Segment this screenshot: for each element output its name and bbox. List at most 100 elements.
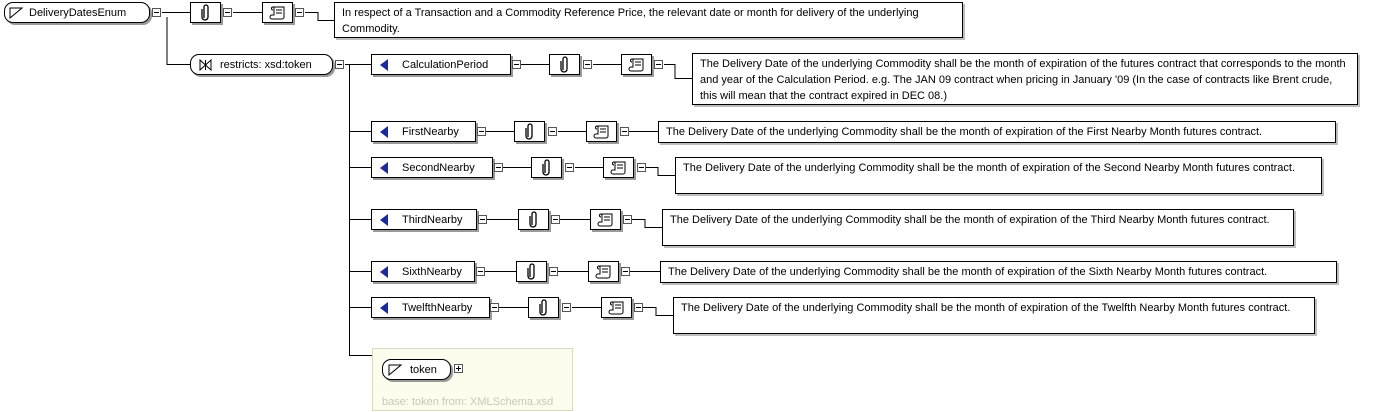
annotation-collapse-toggle[interactable]	[549, 267, 558, 276]
minus-toggle-icon	[154, 12, 159, 13]
minus-toggle-icon	[623, 271, 628, 272]
minus-toggle-icon	[492, 307, 497, 308]
root-simple-type-node[interactable]: DeliveryDatesEnum	[4, 2, 150, 23]
enum-collapse-toggle[interactable]	[478, 215, 487, 224]
minus-toggle-icon	[622, 131, 627, 132]
enum-collapse-toggle[interactable]	[494, 163, 503, 172]
root-node-label: DeliveryDatesEnum	[29, 6, 127, 19]
root-collapse-toggle[interactable]	[152, 8, 161, 17]
documentation-node[interactable]	[590, 209, 621, 230]
annotation-node[interactable]	[518, 209, 549, 230]
annotation-node[interactable]	[516, 261, 547, 282]
annotation-paperclip-icon	[541, 159, 550, 176]
documentation-node[interactable]	[586, 121, 617, 142]
enum-sixth-nearby[interactable]: SixthNearby	[371, 261, 475, 282]
enum-calculation-period[interactable]: CalculationPeriod	[371, 54, 511, 75]
minus-toggle-icon	[553, 219, 558, 220]
minus-toggle-icon	[636, 307, 641, 308]
minus-toggle-icon	[496, 167, 501, 168]
annotation-paperclip-icon	[526, 263, 535, 280]
enum-third-nearby[interactable]: ThirdNearby	[371, 209, 477, 230]
documentation-collapse-toggle[interactable]	[634, 303, 643, 312]
minus-toggle-icon	[514, 64, 519, 65]
annotation-node[interactable]	[549, 54, 580, 75]
enum-documentation-text: The Delivery Date of the underlying Comm…	[675, 157, 1322, 194]
enum-documentation-text: The Delivery Date of the underlying Comm…	[692, 53, 1358, 105]
annotation-paperclip-icon	[538, 299, 547, 316]
documentation-collapse-toggle[interactable]	[620, 127, 629, 136]
enum-first-nearby[interactable]: FirstNearby	[371, 121, 476, 142]
enum-documentation-text: The Delivery Date of the underlying Comm…	[673, 297, 1315, 334]
restriction-node[interactable]: restricts: xsd:token	[190, 54, 333, 75]
base-type-caption: base: token from: XMLSchema.xsd	[382, 396, 554, 408]
base-token-node[interactable]: token	[382, 359, 451, 380]
minus-toggle-icon	[225, 12, 230, 13]
simple-type-triangle-icon	[388, 364, 402, 376]
annotation-paperclip-icon	[200, 4, 209, 21]
enumeration-arrow-icon	[380, 301, 388, 314]
enum-collapse-toggle[interactable]	[476, 267, 485, 276]
annotation-node[interactable]	[528, 297, 559, 318]
minus-toggle-icon	[551, 271, 556, 272]
simple-type-triangle-icon	[9, 7, 23, 19]
annotation-paperclip-icon	[524, 123, 533, 140]
minus-toggle-icon	[639, 167, 644, 168]
enum-label: CalculationPeriod	[402, 58, 489, 71]
documentation-collapse-toggle[interactable]	[623, 215, 632, 224]
documentation-scroll-icon	[269, 5, 284, 19]
restriction-collapse-toggle[interactable]	[335, 60, 344, 69]
documentation-scroll-icon	[628, 57, 643, 71]
minus-toggle-icon	[585, 64, 590, 65]
enum-label: ThirdNearby	[402, 213, 463, 226]
base-expand-toggle[interactable]	[454, 364, 463, 373]
annotation-collapse-toggle[interactable]	[551, 215, 560, 224]
enum-second-nearby[interactable]: SecondNearby	[371, 157, 493, 178]
enumeration-arrow-icon	[380, 58, 388, 71]
minus-toggle-icon	[564, 307, 569, 308]
enum-documentation-text: The Delivery Date of the underlying Comm…	[658, 121, 1336, 143]
documentation-scroll-icon	[595, 264, 610, 278]
annotation-collapse-toggle[interactable]	[562, 303, 571, 312]
documentation-collapse-toggle[interactable]	[637, 163, 646, 172]
enumeration-arrow-icon	[380, 161, 388, 174]
documentation-node[interactable]	[262, 2, 293, 23]
minus-toggle-icon	[478, 271, 483, 272]
annotation-node[interactable]	[190, 2, 221, 23]
documentation-collapse-toggle[interactable]	[295, 8, 304, 17]
documentation-scroll-icon	[597, 212, 612, 226]
enum-label: SixthNearby	[402, 265, 462, 278]
enumeration-arrow-icon	[380, 265, 388, 278]
documentation-node[interactable]	[588, 261, 619, 282]
minus-toggle-icon	[656, 64, 661, 65]
enum-collapse-toggle[interactable]	[490, 303, 499, 312]
annotation-collapse-toggle[interactable]	[565, 163, 574, 172]
minus-toggle-icon	[337, 64, 342, 65]
documentation-node[interactable]	[603, 157, 634, 178]
root-documentation-text: In respect of a Transaction and a Commod…	[334, 2, 963, 38]
annotation-collapse-toggle[interactable]	[583, 60, 592, 69]
enum-collapse-toggle[interactable]	[477, 127, 486, 136]
minus-toggle-icon	[550, 131, 555, 132]
minus-toggle-icon	[479, 131, 484, 132]
minus-toggle-icon	[480, 219, 485, 220]
annotation-node[interactable]	[514, 121, 545, 142]
documentation-collapse-toggle[interactable]	[621, 267, 630, 276]
minus-toggle-icon	[625, 219, 630, 220]
enum-twelfth-nearby[interactable]: TwelfthNearby	[371, 297, 490, 318]
annotation-collapse-toggle[interactable]	[223, 8, 232, 17]
base-token-label: token	[410, 363, 437, 376]
documentation-node[interactable]	[601, 297, 632, 318]
restriction-label: restricts: xsd:token	[220, 58, 312, 71]
enum-documentation-text: The Delivery Date of the underlying Comm…	[662, 209, 1294, 246]
enum-label: FirstNearby	[402, 125, 459, 138]
annotation-paperclip-icon	[559, 56, 568, 73]
annotation-collapse-toggle[interactable]	[548, 127, 557, 136]
enum-collapse-toggle[interactable]	[512, 60, 521, 69]
enum-label: SecondNearby	[402, 161, 475, 174]
documentation-node[interactable]	[621, 54, 652, 75]
minus-toggle-icon	[297, 12, 302, 13]
minus-toggle-icon	[567, 167, 572, 168]
annotation-node[interactable]	[531, 157, 562, 178]
documentation-collapse-toggle[interactable]	[654, 60, 663, 69]
